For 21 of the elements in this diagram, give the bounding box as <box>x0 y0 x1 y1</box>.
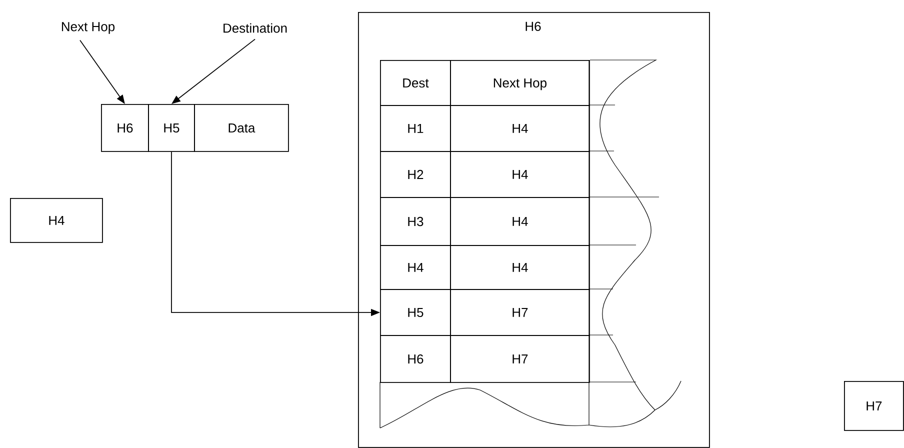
packet-field: Data <box>194 104 289 152</box>
host-box: H7 <box>844 381 904 431</box>
table-cell: Dest <box>380 60 451 106</box>
host-box: H4 <box>10 198 103 243</box>
table-cell: H1 <box>380 105 451 152</box>
packet-field: H5 <box>148 104 195 152</box>
table-cell: H4 <box>450 105 590 152</box>
table-cell: H4 <box>380 245 451 290</box>
label-text: Destination <box>224 23 287 33</box>
table-cell: H2 <box>380 151 451 198</box>
table-cell: H4 <box>450 151 590 198</box>
table-cell: H3 <box>380 197 451 246</box>
table-cell: H4 <box>450 197 590 246</box>
table-cell: H5 <box>380 289 451 336</box>
table-cell: H6 <box>380 335 451 383</box>
table-cell: Next Hop <box>450 60 590 106</box>
table-cell: H7 <box>450 335 590 383</box>
table-cell: H4 <box>450 245 590 290</box>
label-text: Next Hop <box>62 22 115 34</box>
table-cell: H7 <box>450 289 590 336</box>
packet-field: H6 <box>101 104 149 152</box>
